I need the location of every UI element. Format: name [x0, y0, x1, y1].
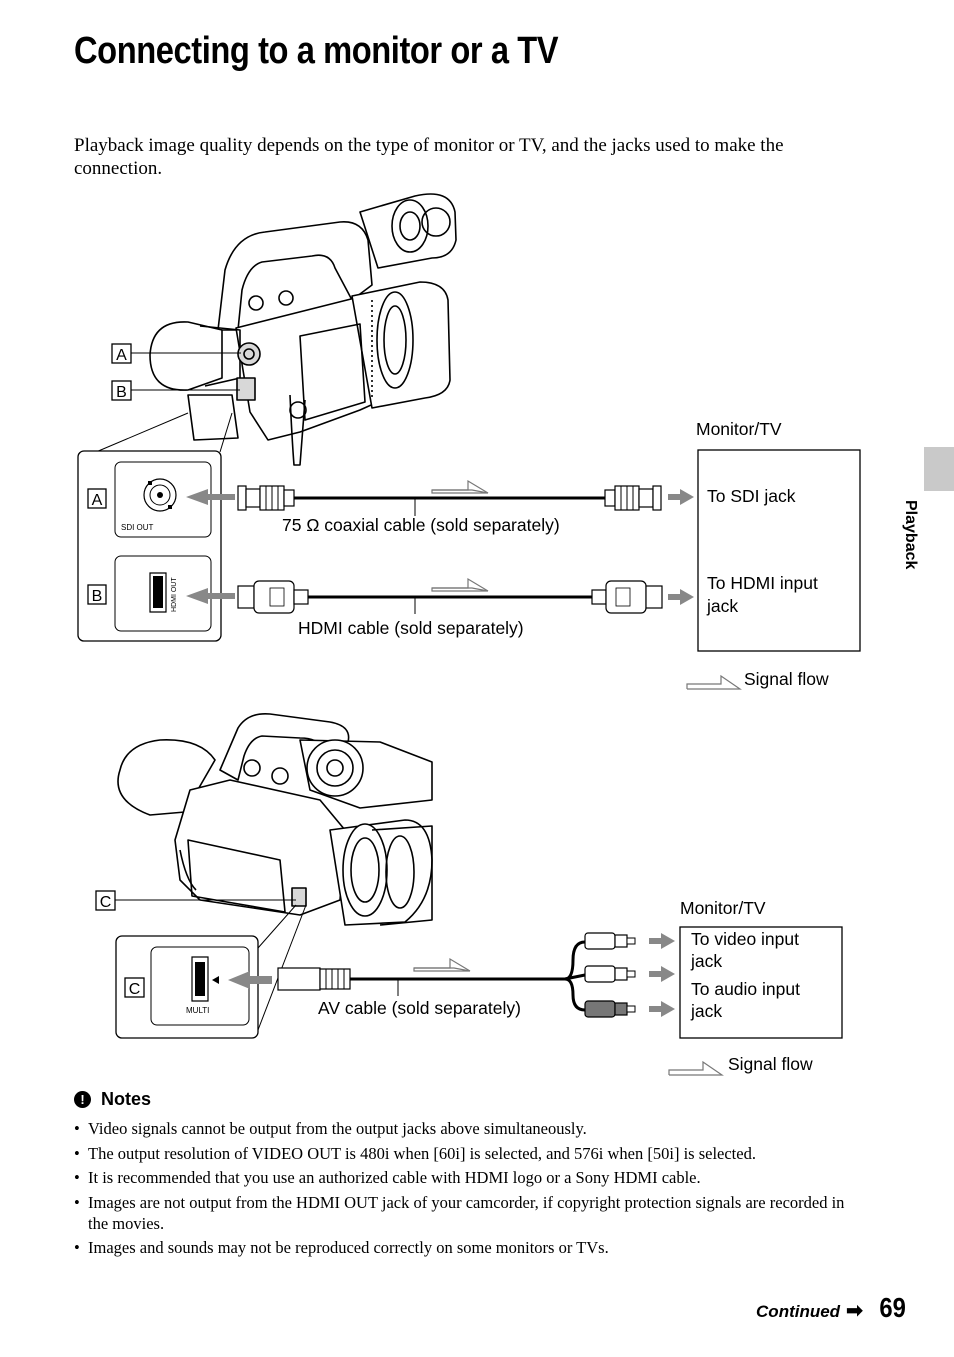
- to-hdmi-label-1: To HDMI input: [707, 573, 818, 593]
- page-footer: Continued ➡ 69: [756, 1292, 908, 1324]
- rca-plug-audio-white: [584, 965, 636, 983]
- intro-paragraph: Playback image quality depends on the ty…: [74, 135, 784, 179]
- monitor-box-bottom: [679, 926, 843, 1039]
- multi-jack-icon: [191, 956, 219, 1002]
- notes-icon: !: [74, 1091, 91, 1108]
- to-hdmi-label-2: jack: [706, 596, 738, 616]
- page-number: 69: [879, 1292, 906, 1323]
- sdi-cable-label: 75 Ω coaxial cable (sold separately): [282, 515, 560, 535]
- list-item: Video signals cannot be output from the …: [74, 1118, 864, 1139]
- svg-text:Signal flow: Signal flow: [744, 669, 829, 689]
- list-item: It is recommended that you use an author…: [74, 1167, 864, 1188]
- av-cable: [277, 940, 586, 1012]
- svg-text:Signal flow: Signal flow: [728, 1054, 813, 1074]
- monitor-label-top: Monitor/TV: [696, 419, 782, 439]
- jack-detail-panel-bottom: C MULTI: [115, 935, 259, 1039]
- signal-flow-legend-bottom: Signal flow: [668, 1054, 813, 1076]
- connection-diagrams: A B A SDI OUT B HDMI OUT: [77, 193, 861, 1076]
- sdi-cable: [237, 479, 662, 516]
- camcorder-illustration-top: [149, 193, 457, 466]
- to-audio-label-1: To audio input: [691, 979, 800, 999]
- rca-plug-video: [584, 932, 636, 950]
- signal-flow-legend-top: Signal flow: [686, 669, 829, 690]
- sdi-jack-icon: [143, 478, 177, 512]
- hdmi-jack-icon: [149, 572, 167, 613]
- svg-text:HDMI OUT: HDMI OUT: [171, 577, 178, 612]
- svg-text:B: B: [116, 384, 127, 401]
- hdmi-cable: [237, 577, 663, 614]
- callout-a-top: A: [111, 343, 241, 364]
- monitor-label-bottom: Monitor/TV: [680, 898, 766, 918]
- to-sdi-label: To SDI jack: [707, 486, 796, 506]
- av-cable-label: AV cable (sold separately): [318, 998, 521, 1018]
- svg-text:C: C: [129, 981, 141, 998]
- svg-text:MULTI: MULTI: [186, 1006, 209, 1015]
- svg-text:SDI OUT: SDI OUT: [121, 523, 154, 532]
- notes-list: Video signals cannot be output from the …: [74, 1118, 864, 1262]
- svg-text:A: A: [116, 347, 127, 364]
- callout-b-top: B: [111, 380, 240, 401]
- svg-text:A: A: [92, 492, 103, 509]
- section-tab-marker: [924, 447, 954, 491]
- svg-text:C: C: [100, 894, 112, 911]
- rca-plug-audio-red: [584, 1000, 636, 1018]
- to-video-label-2: jack: [690, 951, 722, 971]
- callout-c-bottom: C: [95, 890, 296, 911]
- jack-detail-panel-top: A SDI OUT B HDMI OUT: [77, 450, 222, 642]
- list-item: Images and sounds may not be reproduced …: [74, 1237, 864, 1258]
- arrow-right-icon: ➡: [846, 1300, 863, 1322]
- monitor-box-top: [697, 449, 861, 652]
- to-audio-label-2: jack: [690, 1001, 722, 1021]
- notes-heading: ! Notes: [74, 1089, 151, 1110]
- list-item: The output resolution of VIDEO OUT is 48…: [74, 1143, 864, 1164]
- page-title: Connecting to a monitor or a TV: [74, 30, 559, 72]
- camcorder-illustration-bottom: [117, 712, 433, 926]
- continued-label: Continued: [756, 1302, 841, 1321]
- to-video-label-1: To video input: [691, 929, 799, 949]
- svg-text:B: B: [92, 588, 103, 605]
- hdmi-cable-label: HDMI cable (sold separately): [298, 618, 524, 638]
- list-item: Images are not output from the HDMI OUT …: [74, 1192, 864, 1234]
